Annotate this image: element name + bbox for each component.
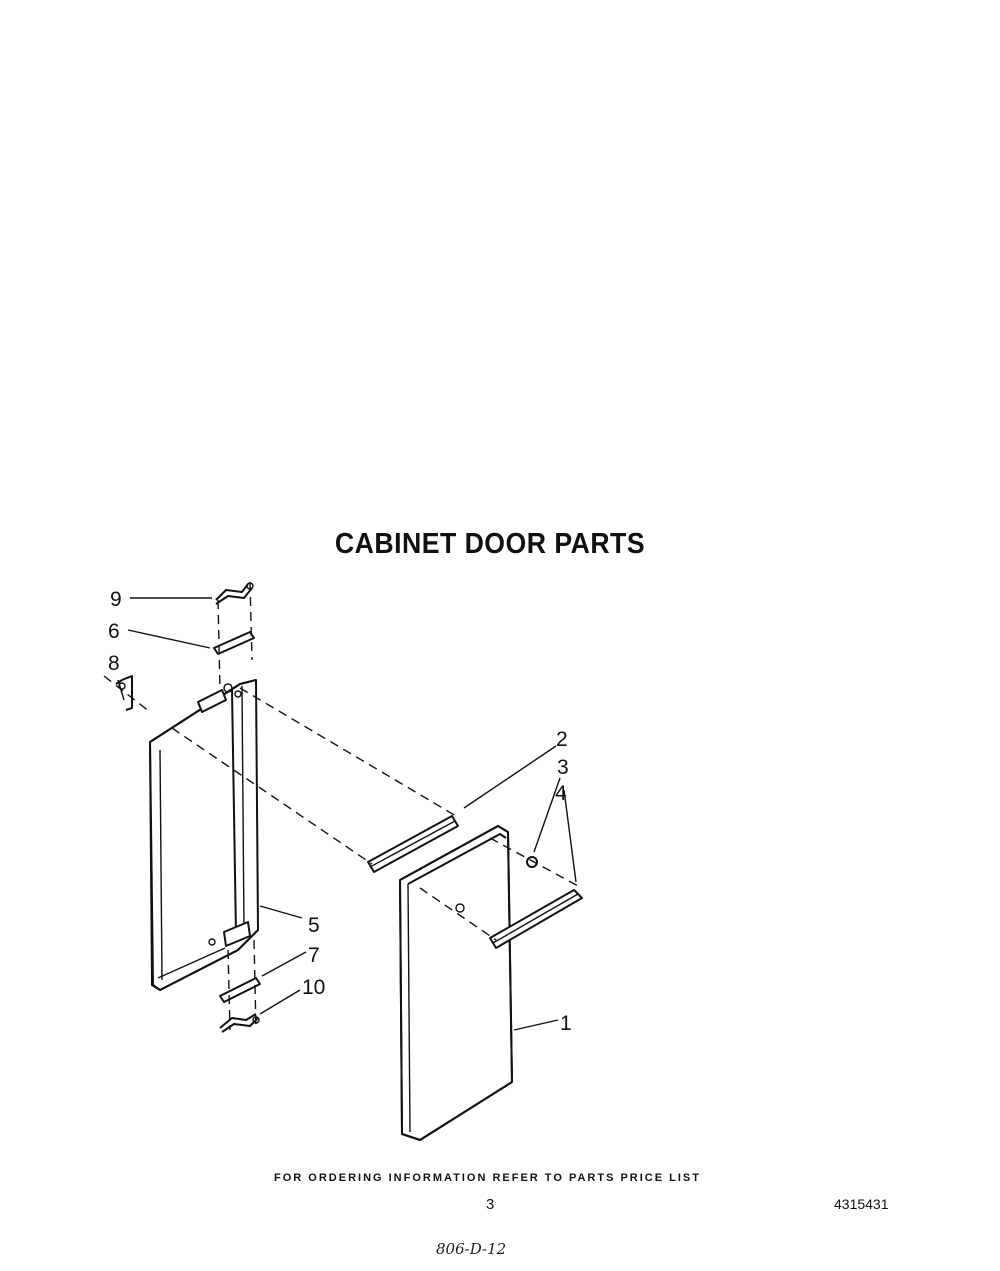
callout-9: 9: [110, 588, 122, 611]
callout-6: 6: [108, 620, 120, 643]
bottom-hinge-clip-part: [219, 1013, 260, 1033]
lower-rail-part: [489, 889, 583, 949]
callout-1: 1: [560, 1012, 572, 1035]
screw-part: [455, 856, 538, 913]
top-hinge-clip-part: [215, 582, 254, 605]
document-number: 4315431: [834, 1196, 889, 1212]
callout-8: 8: [108, 652, 120, 675]
callout-7: 7: [308, 944, 320, 967]
callout-4: 4: [555, 782, 567, 805]
page-number: 3: [486, 1196, 495, 1213]
callout-5: 5: [308, 914, 320, 937]
door-panel-part: [399, 825, 513, 1141]
page-title: CABINET DOOR PARTS: [334, 528, 646, 560]
bottom-hinge-plate-part: [219, 977, 261, 1003]
callout-3: 3: [557, 756, 569, 779]
leader-lines: [117, 597, 577, 1031]
door-frame-part: [149, 679, 259, 991]
ordering-note: FOR ORDERING INFORMATION REFER TO PARTS …: [274, 1172, 701, 1184]
top-hinge-plate-part: [213, 631, 255, 655]
assembly-lines: [103, 581, 579, 1031]
callout-10: 10: [302, 976, 325, 999]
handwritten-note: 806-D-12: [436, 1240, 507, 1258]
upper-rail-part: [367, 815, 459, 873]
callout-2: 2: [556, 728, 568, 751]
